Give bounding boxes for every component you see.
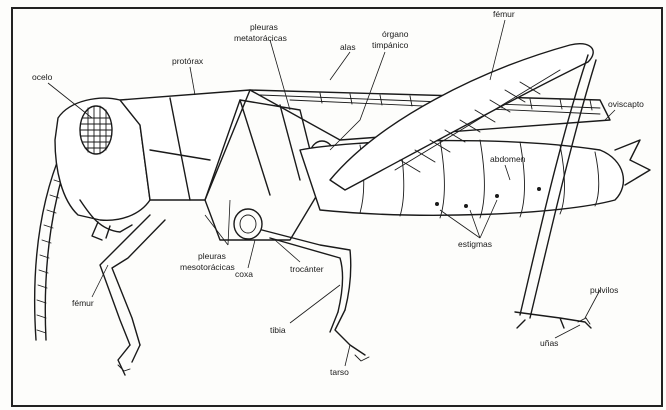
label-abdomen: abdomen <box>490 154 526 164</box>
label-organo-timpanico-1: órgano <box>382 29 409 39</box>
grasshopper-body <box>35 44 650 375</box>
label-unas: uñas <box>540 338 558 348</box>
spiracle-thorax <box>234 209 262 239</box>
label-estigmas: estigmas <box>458 239 492 249</box>
label-organo-timpanico-2: timpánico <box>372 40 409 50</box>
antenna <box>35 150 62 340</box>
label-pleuras-mesotoracicas-2: mesotorácicas <box>180 262 235 272</box>
label-pleuras-metatoracicas-2: metatorácicas <box>234 33 287 43</box>
label-tibia: tibia <box>270 325 286 335</box>
label-ocelo: ocelo <box>32 72 53 82</box>
label-femur-front: fémur <box>72 298 94 308</box>
label-tarso: tarso <box>330 367 349 377</box>
label-protorax: protórax <box>172 56 204 66</box>
label-alas: alas <box>340 42 356 52</box>
label-pleuras-metatoracicas-1: pleuras <box>250 22 278 32</box>
label-pleuras-mesotoracicas-1: pleuras <box>198 251 226 261</box>
label-trocanter: trocánter <box>290 264 324 274</box>
label-femur-hind: fémur <box>493 9 515 19</box>
label-pulvilos: pulvilos <box>590 285 618 295</box>
label-coxa: coxa <box>235 269 253 279</box>
label-oviscapto: oviscapto <box>608 99 644 109</box>
